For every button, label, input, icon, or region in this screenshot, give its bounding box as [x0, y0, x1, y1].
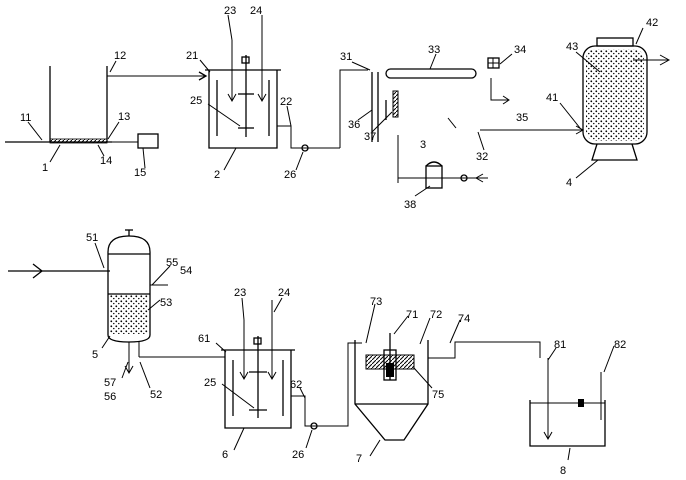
label-24b: 24	[278, 287, 290, 299]
label-13: 13	[118, 111, 130, 123]
label-25b: 25	[204, 377, 216, 389]
label-15: 15	[134, 167, 146, 179]
label-3: 3	[420, 139, 426, 151]
label-22: 22	[280, 96, 292, 108]
label-7: 7	[356, 453, 362, 465]
unit-5-vessel	[8, 229, 225, 375]
label-75: 75	[432, 389, 444, 401]
label-31: 31	[340, 51, 352, 63]
dosing-tank-38	[425, 165, 443, 189]
label-38: 38	[404, 199, 416, 211]
label-33: 33	[428, 44, 440, 56]
label-6: 6	[222, 449, 228, 461]
label-12: 12	[114, 50, 126, 62]
label-26a: 26	[284, 169, 296, 181]
label-81: 81	[554, 339, 566, 351]
screen-bed-14	[49, 138, 108, 144]
unit-4-column	[582, 37, 671, 161]
label-52: 52	[150, 389, 162, 401]
belt-33	[385, 68, 477, 79]
leaders-unit-8	[547, 345, 615, 461]
unit-7-clarifier	[343, 333, 541, 441]
label-56: 56	[104, 391, 116, 403]
label-8: 8	[560, 465, 566, 477]
label-51: 51	[86, 232, 98, 244]
unit-2-tank	[205, 40, 340, 152]
leaders-unit-4	[559, 27, 644, 179]
label-35: 35	[516, 112, 528, 124]
label-72: 72	[430, 309, 442, 321]
label-41: 41	[546, 92, 558, 104]
label-11: 11	[20, 112, 31, 124]
label-43: 43	[566, 41, 578, 53]
leaders-unit-3	[351, 53, 513, 197]
leaders-unit-7	[365, 303, 461, 457]
media-43	[586, 49, 644, 141]
label-25a: 25	[190, 95, 202, 107]
label-4: 4	[566, 177, 572, 189]
label-53: 53	[160, 297, 172, 309]
label-26b: 26	[292, 449, 304, 461]
blower-15	[137, 133, 159, 149]
callout-labels: 11 12 13 1 14 15 21 23 24 25 22 2 26 31 …	[20, 5, 658, 477]
label-57: 57	[104, 377, 116, 389]
label-34: 34	[514, 44, 526, 56]
label-21: 21	[186, 50, 198, 62]
label-42: 42	[646, 17, 658, 29]
label-82: 82	[614, 339, 626, 351]
label-73: 73	[370, 296, 382, 308]
unit-8-tank	[529, 358, 606, 447]
label-1: 1	[42, 162, 48, 174]
label-74: 74	[458, 313, 470, 325]
label-55: 55	[166, 257, 178, 269]
label-23b: 23	[234, 287, 246, 299]
label-2: 2	[214, 169, 220, 181]
leaders-unit-1	[27, 60, 146, 169]
unit-1-trench	[5, 66, 208, 149]
label-54: 54	[180, 265, 192, 277]
unit-3-belt	[339, 57, 585, 189]
pump-26a	[301, 144, 309, 152]
label-5: 5	[92, 349, 98, 361]
leaders-unit-5	[94, 242, 171, 389]
label-62: 62	[290, 379, 302, 391]
label-61: 61	[198, 333, 210, 345]
label-24a: 24	[250, 5, 262, 17]
leaders-unit-2	[199, 14, 304, 171]
label-23a: 23	[224, 5, 236, 17]
media-53	[110, 294, 148, 334]
label-14: 14	[100, 155, 112, 167]
label-37: 37	[364, 131, 376, 143]
leaders-unit-6	[215, 297, 313, 451]
label-32: 32	[476, 151, 488, 163]
unit-6-tank	[221, 300, 348, 430]
label-36: 36	[348, 119, 360, 131]
label-71: 71	[406, 309, 418, 321]
